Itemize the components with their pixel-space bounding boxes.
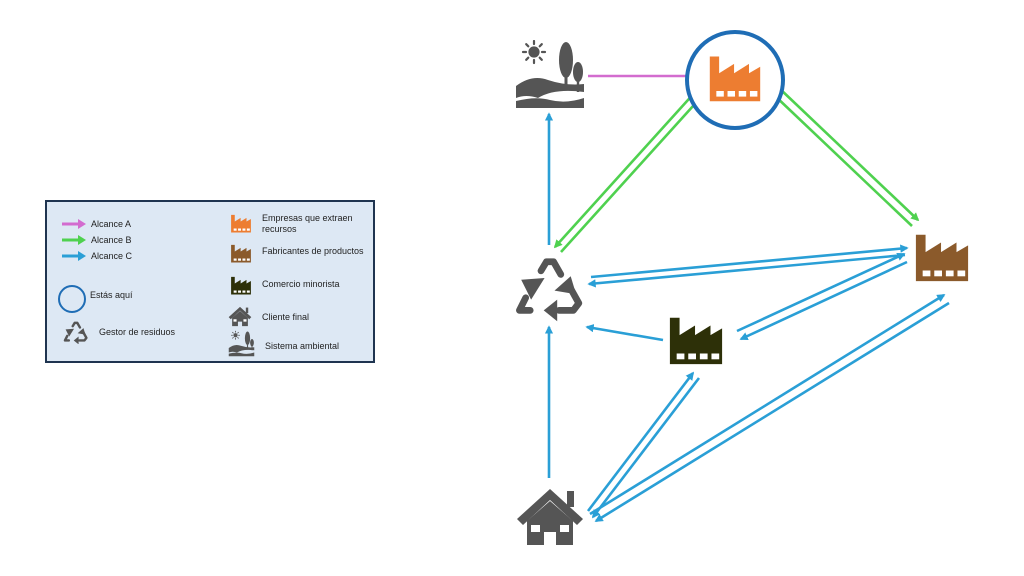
edge-manufacturer-to-extractor bbox=[771, 92, 913, 227]
alcance-b-arrow-icon bbox=[62, 235, 86, 245]
legend-fabricantes: Fabricantes de productos bbox=[262, 246, 364, 256]
edge-waste-to-extractor bbox=[560, 93, 705, 253]
alcance-c-arrow-icon bbox=[62, 251, 86, 261]
edge-extractor-to-waste bbox=[553, 89, 698, 249]
node-manufacturer-factory-icon bbox=[916, 235, 968, 281]
legend-alcance-a: Alcance A bbox=[91, 219, 132, 229]
edge-manufacturer-to-customer bbox=[594, 301, 950, 523]
legend-estas-aqui: Estás aquí bbox=[90, 290, 133, 300]
edge-manufacturer-to-retailer bbox=[739, 260, 908, 341]
node-retailer-factory-icon bbox=[670, 318, 722, 364]
legend-box: Alcance A Alcance B Alcance C Estás aquí… bbox=[45, 200, 375, 363]
legend-empresas-line2: recursos bbox=[262, 224, 297, 234]
node-waste-recycle-icon bbox=[519, 262, 578, 321]
edge-customer-to-retailer bbox=[586, 371, 695, 512]
legend-comercio: Comercio minorista bbox=[262, 279, 340, 289]
legend-sistema: Sistema ambiental bbox=[265, 341, 340, 351]
alcance-a-arrow-icon bbox=[62, 219, 86, 229]
legend-empresas-line1: Empresas que extraen bbox=[262, 213, 353, 223]
edge-customer-to-manufacturer bbox=[589, 293, 946, 516]
node-customer-house-icon bbox=[517, 489, 583, 545]
edge-waste-to-manufacturer bbox=[590, 244, 909, 279]
edge-extractor-to-manufacturer bbox=[778, 87, 920, 222]
edges-group bbox=[544, 71, 950, 523]
legend-cliente: Cliente final bbox=[262, 312, 310, 322]
legend-gestor-residuos: Gestor de residuos bbox=[99, 327, 176, 337]
edge-retailer-to-customer bbox=[591, 377, 701, 519]
legend-alcance-b: Alcance B bbox=[91, 235, 132, 245]
edge-retailer-to-waste bbox=[585, 324, 664, 342]
legend-alcance-c: Alcance C bbox=[91, 251, 133, 261]
node-environment-icon bbox=[516, 41, 584, 108]
edge-manufacturer-to-waste bbox=[587, 253, 906, 288]
here-ring-icon bbox=[58, 285, 86, 313]
edge-retailer-to-manufacturer bbox=[736, 252, 906, 333]
